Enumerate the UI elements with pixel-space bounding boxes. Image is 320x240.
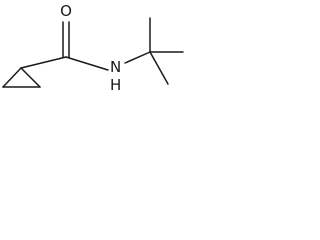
amide-bond	[65, 56, 109, 71]
hydrogen-label: H	[110, 76, 121, 94]
cyclopropane-ring	[2, 67, 41, 88]
methyl-bond-bottom	[149, 51, 169, 85]
molecule-structure: O N H	[2, 2, 184, 94]
ring-bond-left-top	[2, 67, 22, 88]
ring-bond-top-right	[20, 67, 41, 88]
ring-to-carbonyl-bond	[20, 56, 67, 69]
nitrogen-label: N	[110, 58, 121, 76]
nitrogen-to-tbutyl-bond	[124, 51, 151, 64]
carbonyl-double-bond	[62, 21, 70, 58]
tert-butyl-group	[149, 17, 184, 85]
oxygen-label: O	[60, 2, 72, 20]
